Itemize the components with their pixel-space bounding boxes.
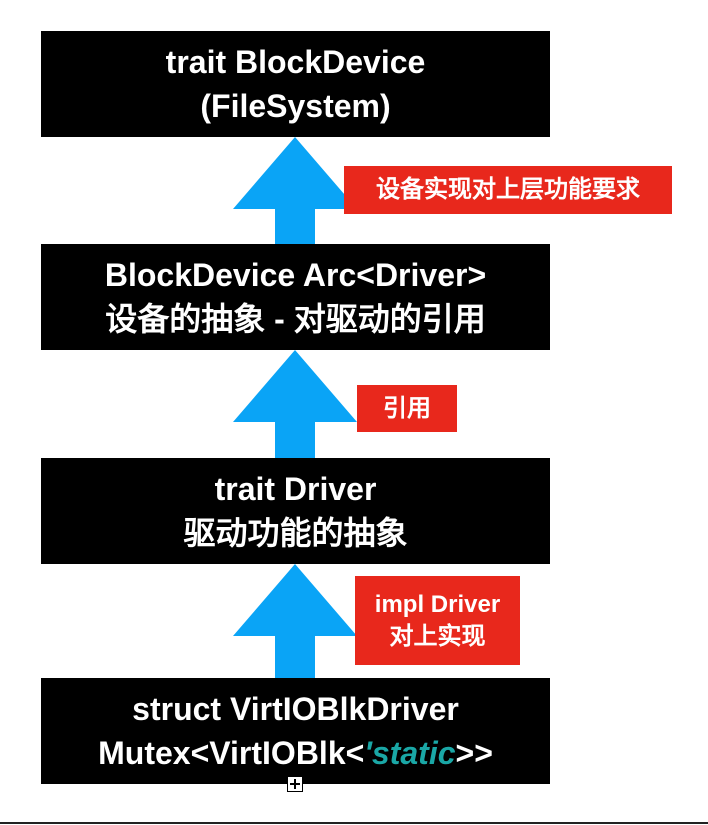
tag-line: impl Driver <box>374 590 501 618</box>
box-line: (FileSystem) <box>200 88 391 124</box>
divider <box>0 822 708 824</box>
box-line: trait Driver <box>214 471 377 507</box>
box-line: struct VirtIOBlkDriver <box>132 691 459 727</box>
tag-device-impl-requirement: 设备实现对上层功能要求 <box>344 166 672 214</box>
arrow-up-icon <box>233 137 357 245</box>
tag-impl-driver: impl Driver 对上实现 <box>355 576 520 665</box>
arrow-up-icon <box>233 564 357 678</box>
arrow-up-1 <box>233 137 357 245</box>
box-block-device-trait: trait BlockDevice (FileSystem) <box>41 31 550 137</box>
tag-line: 对上实现 <box>389 622 486 650</box>
arrow-up-2 <box>233 350 357 458</box>
box-line-mutex: Mutex<VirtIOBlk<'static>> <box>98 731 493 775</box>
box-block-device-arc: BlockDevice Arc<Driver> 设备的抽象 - 对驱动的引用 <box>41 244 550 350</box>
box-driver-trait: trait Driver 驱动功能的抽象 <box>41 458 550 564</box>
arrow-up-icon <box>233 350 357 458</box>
static-lifetime: 'static <box>364 735 456 771</box>
box-line: trait BlockDevice <box>165 44 426 80</box>
mutex-prefix: Mutex<VirtIOBlk< <box>98 735 365 771</box>
mutex-suffix: >> <box>455 735 493 771</box>
box-line: BlockDevice Arc<Driver> <box>104 257 487 293</box>
tag-line: 设备实现对上层功能要求 <box>376 176 640 203</box>
box-virtio-blk-driver: struct VirtIOBlkDriver Mutex<VirtIOBlk<'… <box>41 678 550 784</box>
plus-box-icon[interactable] <box>287 776 303 792</box>
box-line: 设备的抽象 - 对驱动的引用 <box>105 301 486 337</box>
box-line: 驱动功能的抽象 <box>183 515 408 551</box>
tag-reference: 引用 <box>357 385 457 432</box>
arrow-up-3 <box>233 564 357 678</box>
tag-line: 引用 <box>383 394 431 422</box>
